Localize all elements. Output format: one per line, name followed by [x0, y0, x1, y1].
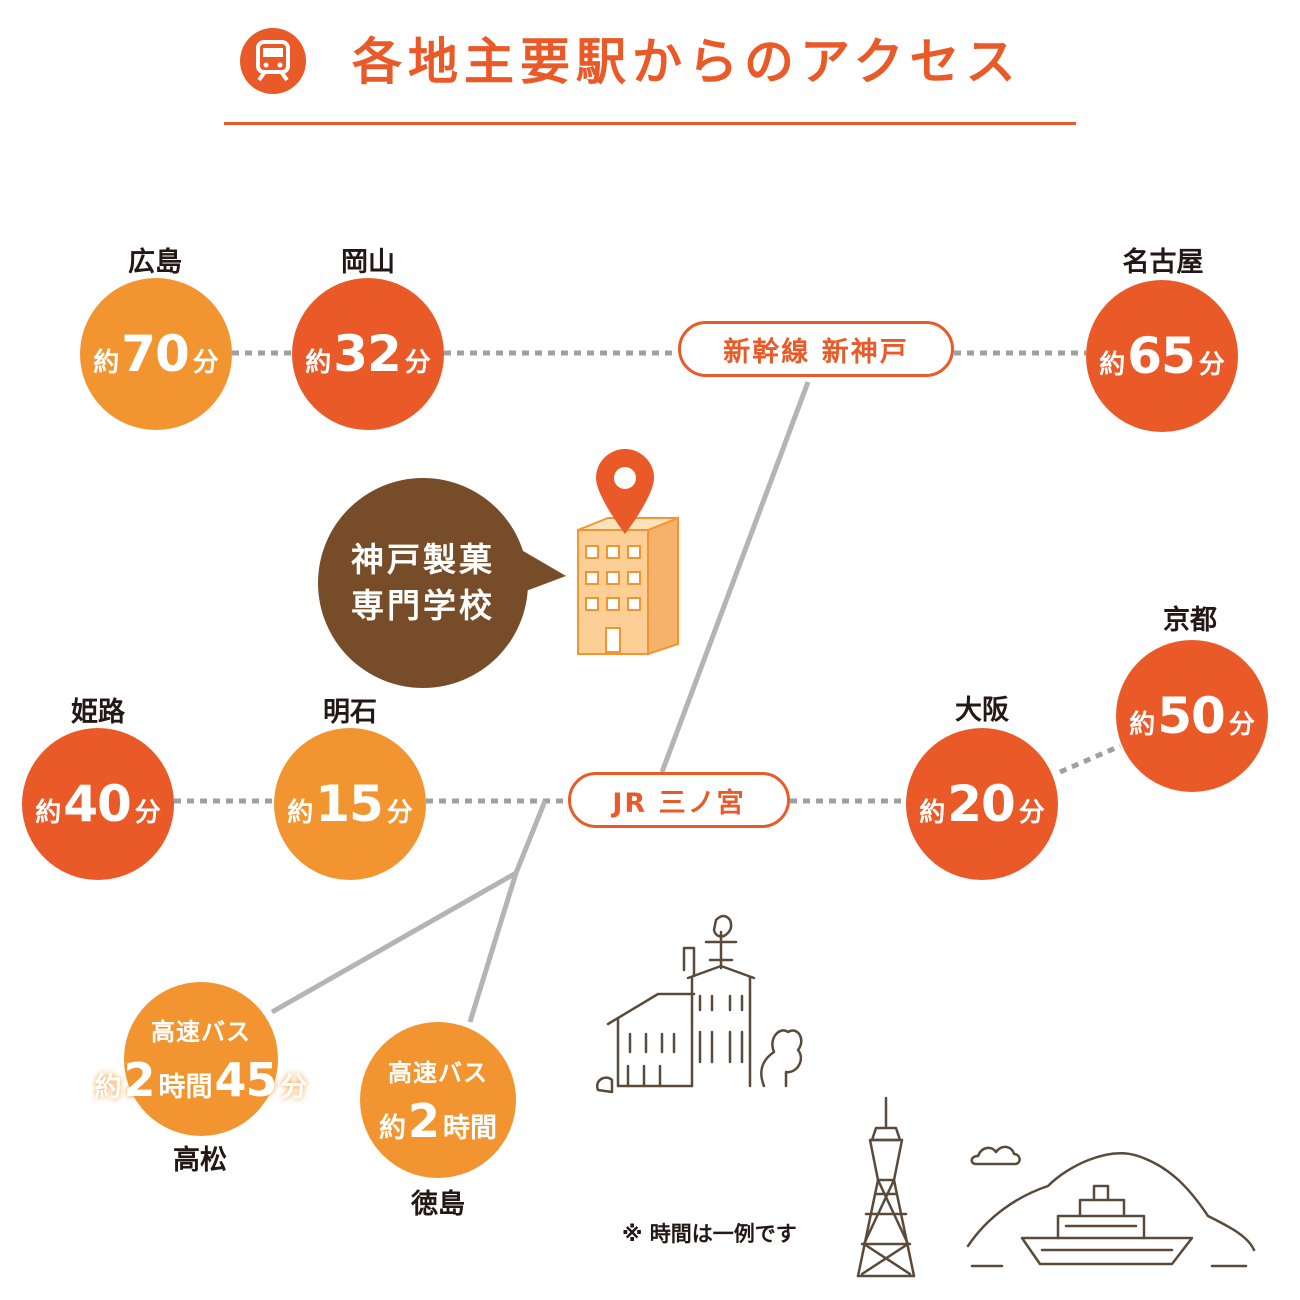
minutes-unit: 分 [404, 348, 431, 378]
approx-label: 約 [378, 1112, 406, 1144]
approx-label: 約 [35, 798, 62, 828]
approx-label: 約 [305, 348, 332, 378]
minutes-value: 40 [63, 775, 132, 833]
footnote: ※ 時間は一例です [622, 1222, 797, 1246]
route-osaka-kyoto [1059, 743, 1121, 775]
port-tower-illustration [856, 1096, 916, 1278]
building-icon [577, 516, 679, 656]
page-title: 各地主要駅からのアクセス [352, 33, 1022, 91]
school-name-line1: 神戸製菓 [351, 540, 495, 579]
weathercock-house-illustration [595, 914, 803, 1094]
link-shinkobe-sannomiya [659, 381, 811, 773]
minutes-value: 32 [333, 325, 402, 383]
title-underline [224, 122, 1076, 125]
city-label-okayama: 岡山 [341, 247, 395, 278]
school-bubble: 神戸製菓 専門学校 [318, 478, 528, 688]
location-pin-icon [596, 449, 654, 534]
city-label-osaka: 大阪 [955, 695, 1009, 726]
minutes-value: 45 [214, 1052, 278, 1107]
speech-bubble-tail [518, 548, 566, 594]
school-name-line2: 専門学校 [351, 586, 495, 625]
approx-label: 約 [1099, 350, 1126, 380]
minutes-value: 50 [1157, 687, 1226, 745]
link-bus-takamatsu [270, 870, 518, 1015]
city-label-takamatsu: 高松 [173, 1145, 227, 1176]
city-label-himeji: 姫路 [71, 697, 125, 728]
highway-bus-label: 高速バス [151, 1017, 251, 1046]
city-label-hiroshima: 広島 [128, 247, 182, 278]
minutes-unit: 分 [1198, 350, 1225, 380]
minutes-unit: 分 [134, 798, 161, 828]
city-label-kyoto: 京都 [1163, 605, 1217, 636]
minutes-unit: 分 [1018, 798, 1045, 828]
city-label-nagoya: 名古屋 [1122, 247, 1204, 278]
approx-label: 約 [919, 798, 946, 828]
approx-label: 約 [93, 348, 120, 378]
minutes-unit: 分 [280, 1071, 308, 1103]
city-label-akashi: 明石 [323, 697, 377, 728]
highway-bus-label: 高速バス [388, 1058, 488, 1087]
minutes-unit: 分 [1228, 710, 1255, 740]
station-sannomiya: JR 三ノ宮 [568, 772, 790, 828]
hours-value: 2 [407, 1093, 440, 1148]
city-label-tokushima: 徳島 [411, 1189, 465, 1220]
minutes-value: 15 [315, 775, 384, 833]
title-area: 各地主要駅からのアクセス [240, 28, 1080, 98]
minutes-unit: 分 [386, 798, 413, 828]
train-icon [240, 28, 306, 94]
hours-unit: 時間 [443, 1112, 497, 1144]
minutes-value: 65 [1127, 327, 1196, 385]
minutes-value: 70 [121, 325, 190, 383]
minutes-value: 20 [947, 775, 1016, 833]
hours-unit: 時間 [158, 1071, 213, 1103]
minutes-unit: 分 [192, 348, 219, 378]
approx-label: 約 [1129, 710, 1156, 740]
station-shinkobe: 新幹線 新神戸 [678, 321, 954, 377]
link-bus-tokushima [467, 872, 519, 1023]
link-sannomiya-bus [513, 800, 548, 874]
hours-value: 2 [123, 1052, 155, 1107]
approx-label: 約 [94, 1071, 122, 1103]
approx-label: 約 [287, 798, 314, 828]
ship-mountain-illustration [966, 1145, 1256, 1268]
